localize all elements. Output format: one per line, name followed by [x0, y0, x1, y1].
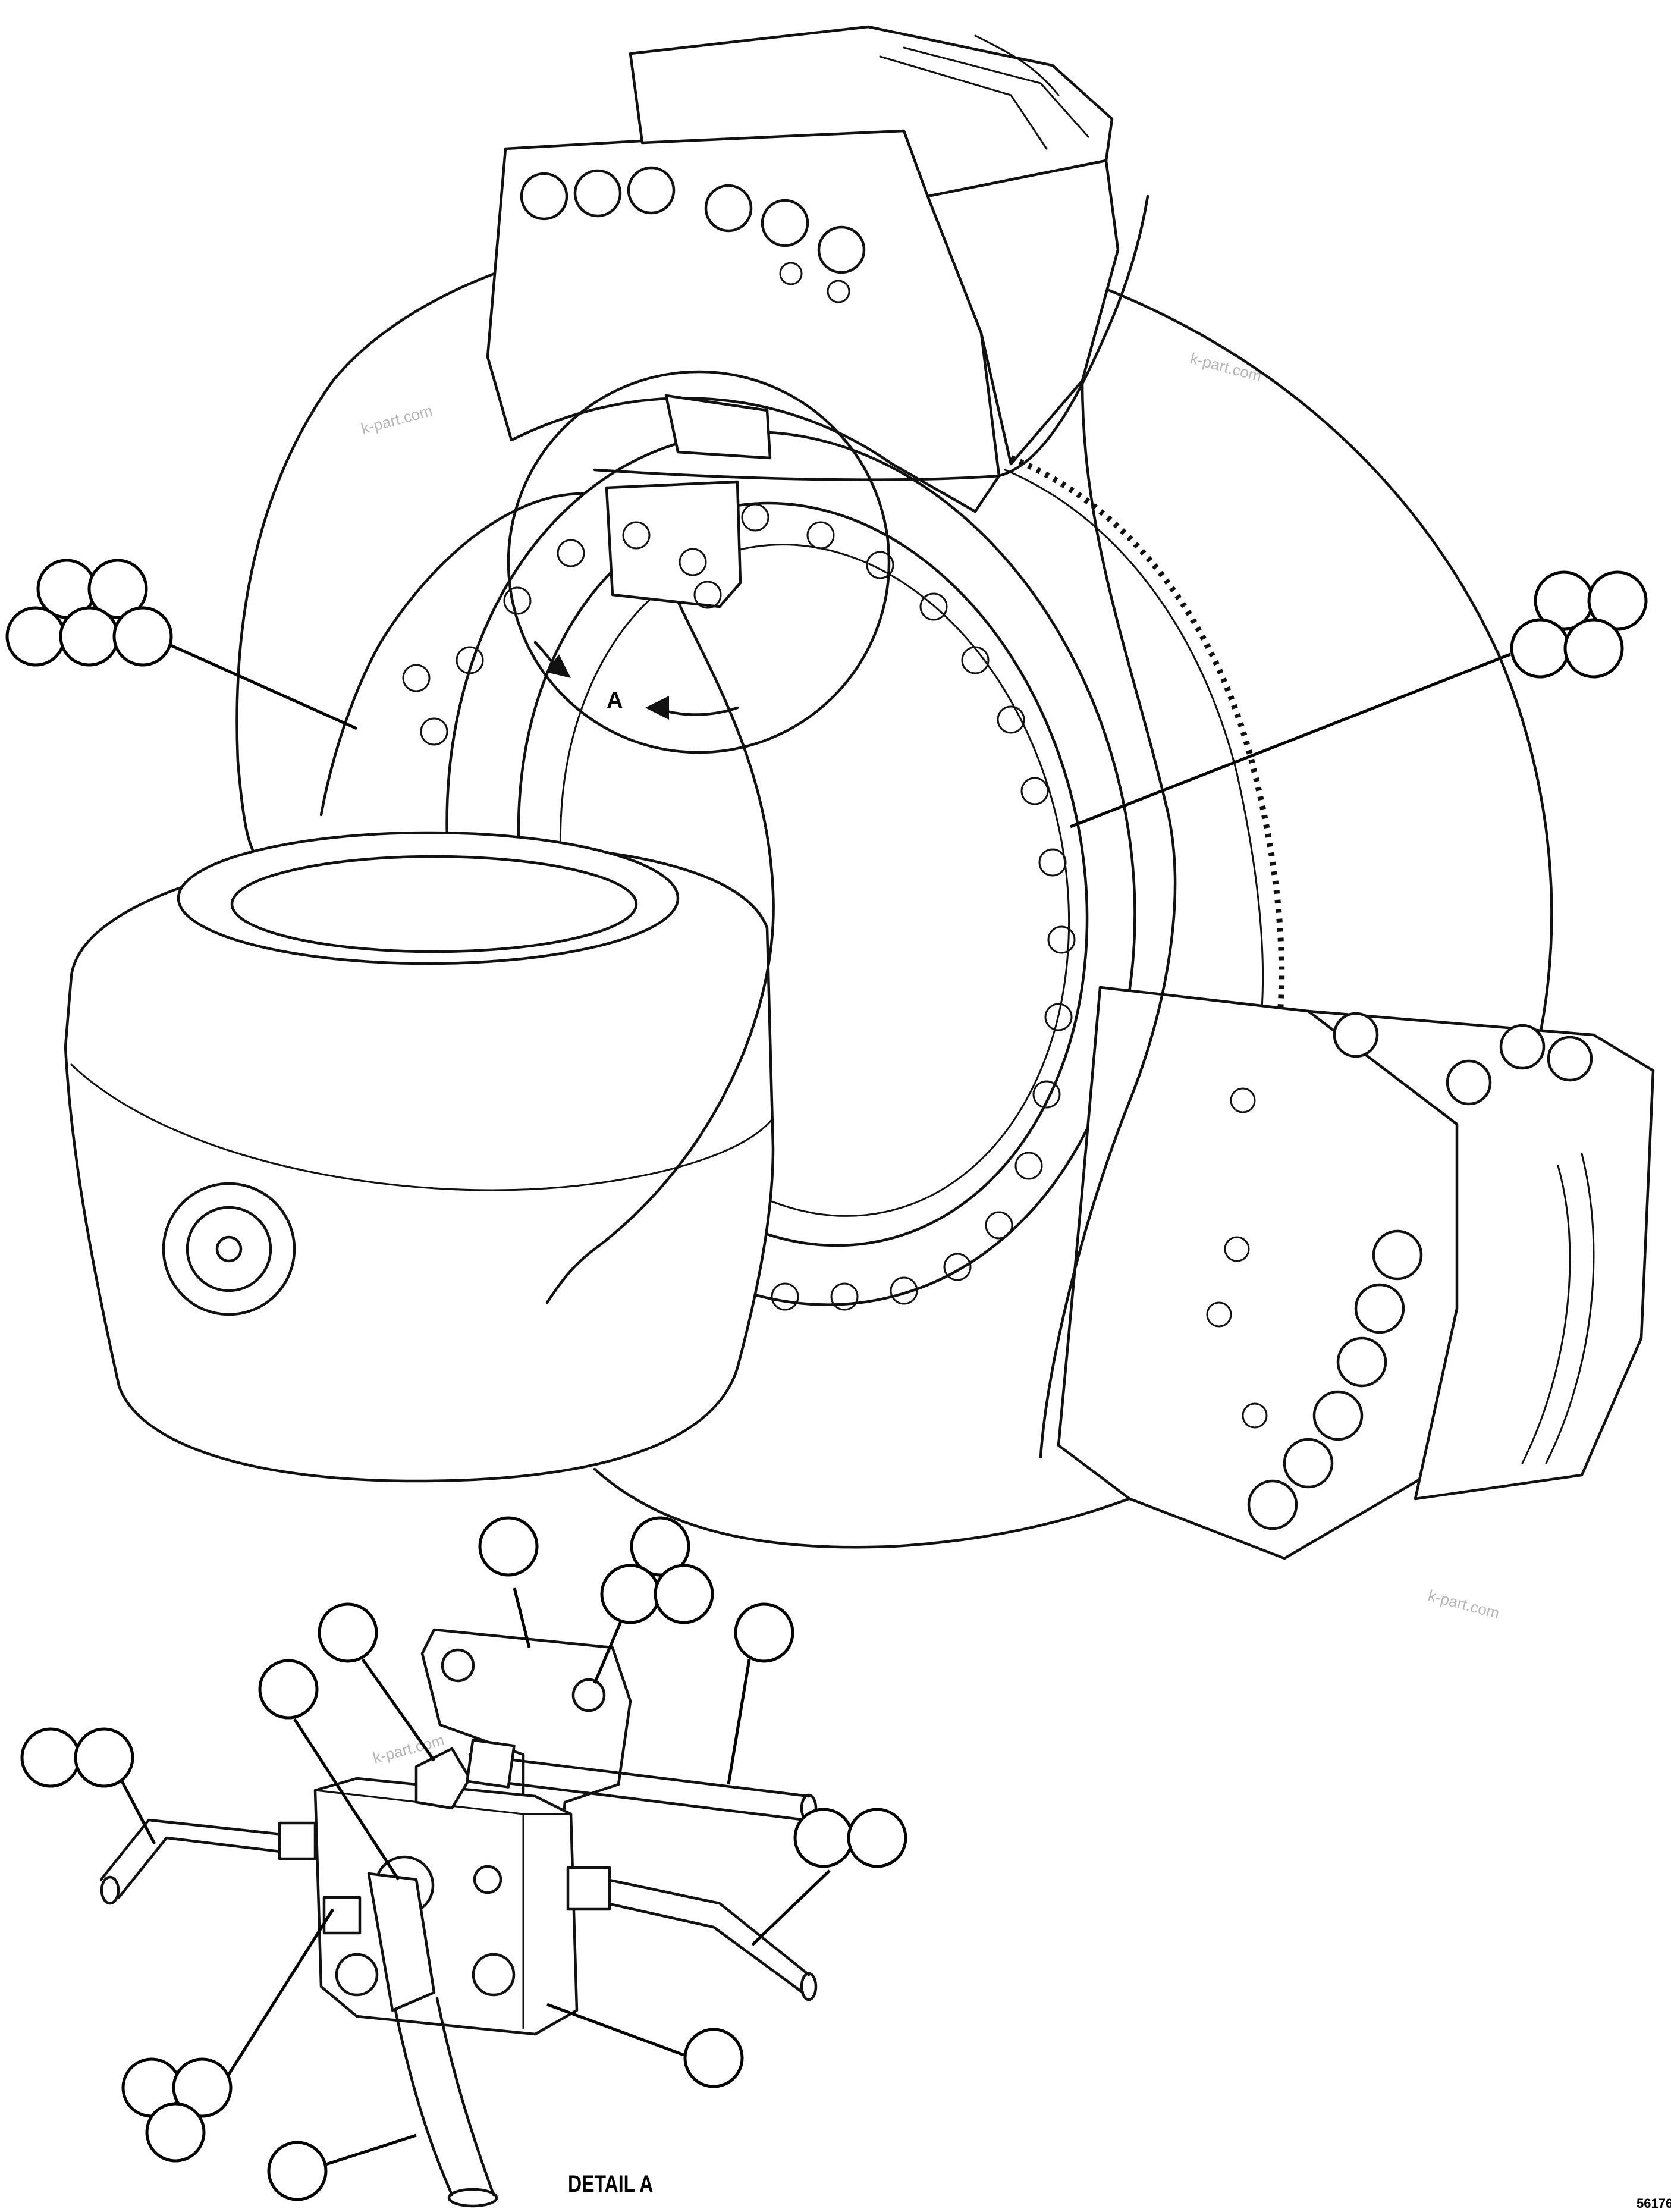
callout-balloon	[5, 606, 66, 667]
detail-right-tube-lower	[468, 1777, 808, 1822]
detail-hose-end	[447, 2188, 498, 2208]
detail-right-line-end	[800, 1972, 818, 2001]
bolt-hole	[779, 262, 803, 285]
hydraulic-line-left	[319, 492, 585, 817]
port	[693, 581, 722, 609]
detail-valve-block-edge	[314, 1789, 572, 2029]
callout-balloon	[1563, 618, 1624, 679]
callout-balloon	[112, 606, 173, 667]
callout-balloon	[847, 1808, 907, 1868]
detail-arrow-left-head	[546, 654, 571, 678]
callout-balloon	[1587, 570, 1648, 631]
detail-right-fitting	[566, 1866, 611, 1911]
front-cylinder-bore	[230, 855, 638, 953]
callout-balloon	[20, 1727, 81, 1788]
detail-left-tube-end	[100, 1875, 120, 1905]
callout-balloon	[600, 1564, 661, 1624]
top-cover-ribs	[879, 34, 1089, 150]
front-cylinder-top-rim	[177, 831, 680, 965]
callout-balloon	[630, 1516, 690, 1577]
callout-balloon	[683, 2028, 744, 2088]
detail-right-tube	[468, 1753, 811, 1798]
hex-bolt	[761, 199, 809, 247]
callout-leader-bracket	[513, 1587, 531, 1648]
callout-leader-left-fitting	[293, 1718, 400, 1881]
hydraulic-line-right	[1039, 379, 1177, 1459]
callout-leader-plug	[224, 1908, 335, 2080]
detail-bracket-bolt-left	[441, 1648, 475, 1683]
detail-plug	[322, 1896, 362, 1935]
detail-port	[473, 1865, 502, 1894]
callout-balloon	[318, 1602, 378, 1663]
hex-bolt	[704, 184, 753, 233]
hex-bolt	[573, 169, 622, 218]
pin-hub-outer	[162, 1182, 296, 1316]
callout-balloon	[654, 1564, 714, 1624]
detail-hose	[394, 1997, 495, 2197]
front-cylinder-band	[70, 1063, 774, 1191]
detail-a-circle	[507, 370, 891, 754]
watermark-bottom-right: k-part.com	[1426, 1586, 1501, 1623]
detail-port	[335, 1953, 379, 1997]
watermark-left: k-part.com	[359, 401, 434, 438]
callout-balloon	[145, 2102, 206, 2163]
callout-leader-block	[546, 2003, 684, 2057]
callout-balloon	[74, 1727, 134, 1788]
hydraulic-line-main	[593, 194, 1149, 481]
hex-bolt	[520, 172, 568, 221]
callout-leader-elbow	[361, 1658, 436, 1762]
gear-teeth-arc	[1010, 455, 1285, 1030]
callout-leader-upper-left	[156, 638, 358, 730]
pin-hub-inner	[186, 1206, 272, 1292]
pin-hub-center	[215, 1235, 243, 1263]
detail-swivel-body	[367, 1872, 436, 2012]
drawing-number: 56176	[1637, 2196, 1671, 2211]
callout-balloon	[734, 1602, 794, 1663]
callout-balloon	[172, 2057, 233, 2118]
callout-balloon	[258, 1659, 319, 1720]
top-housing	[486, 123, 1001, 513]
right-end-cap	[1306, 1009, 1655, 1501]
callout-leader-upper-right	[1070, 652, 1511, 829]
bolt-hole	[827, 280, 850, 303]
detail-left-tube	[99, 1818, 317, 1899]
detail-right-tube-nut	[466, 1739, 516, 1789]
callout-leader-right-line	[751, 1869, 831, 1946]
small-bracket	[664, 394, 772, 460]
port	[679, 548, 707, 576]
top-bolt-row	[520, 166, 866, 303]
detail-right-line	[605, 1878, 811, 1994]
callout-balloon	[1510, 618, 1571, 679]
callouts	[5, 559, 1648, 2201]
detail-arrow-right-head	[645, 696, 669, 720]
callout-leader-right-tube	[727, 1659, 751, 1785]
hex-bolt	[817, 225, 866, 274]
gear-rim	[1004, 469, 1264, 1024]
watermark-top-right: k-part.com	[1188, 349, 1263, 385]
right-bolt-stack	[1206, 1012, 1593, 1530]
callout-balloon	[59, 606, 120, 667]
callout-leader-hose	[323, 2133, 417, 2167]
detail-marker-label: A	[607, 688, 623, 713]
detail-caption: DETAIL A	[568, 2170, 653, 2197]
detail-left-fitting	[278, 1821, 317, 1860]
hex-bolt	[627, 166, 676, 215]
callout-balloon	[793, 1808, 854, 1868]
detail-a-view: DETAIL A	[99, 1628, 818, 2208]
valve-block-small	[605, 480, 742, 608]
callout-balloon	[87, 559, 148, 619]
hose-down	[545, 557, 775, 1304]
detail-bracket-bolt-right	[571, 1678, 606, 1712]
detail-elbow	[414, 1747, 472, 1810]
right-end-cap-ribs	[1521, 1153, 1595, 1464]
detail-port	[472, 1953, 516, 1997]
callout-balloon	[478, 1516, 539, 1577]
main-assembly: A	[64, 25, 1655, 1560]
port	[622, 521, 651, 550]
callout-balloon	[267, 2141, 328, 2201]
callout-leader-left-tube	[117, 1774, 156, 1845]
